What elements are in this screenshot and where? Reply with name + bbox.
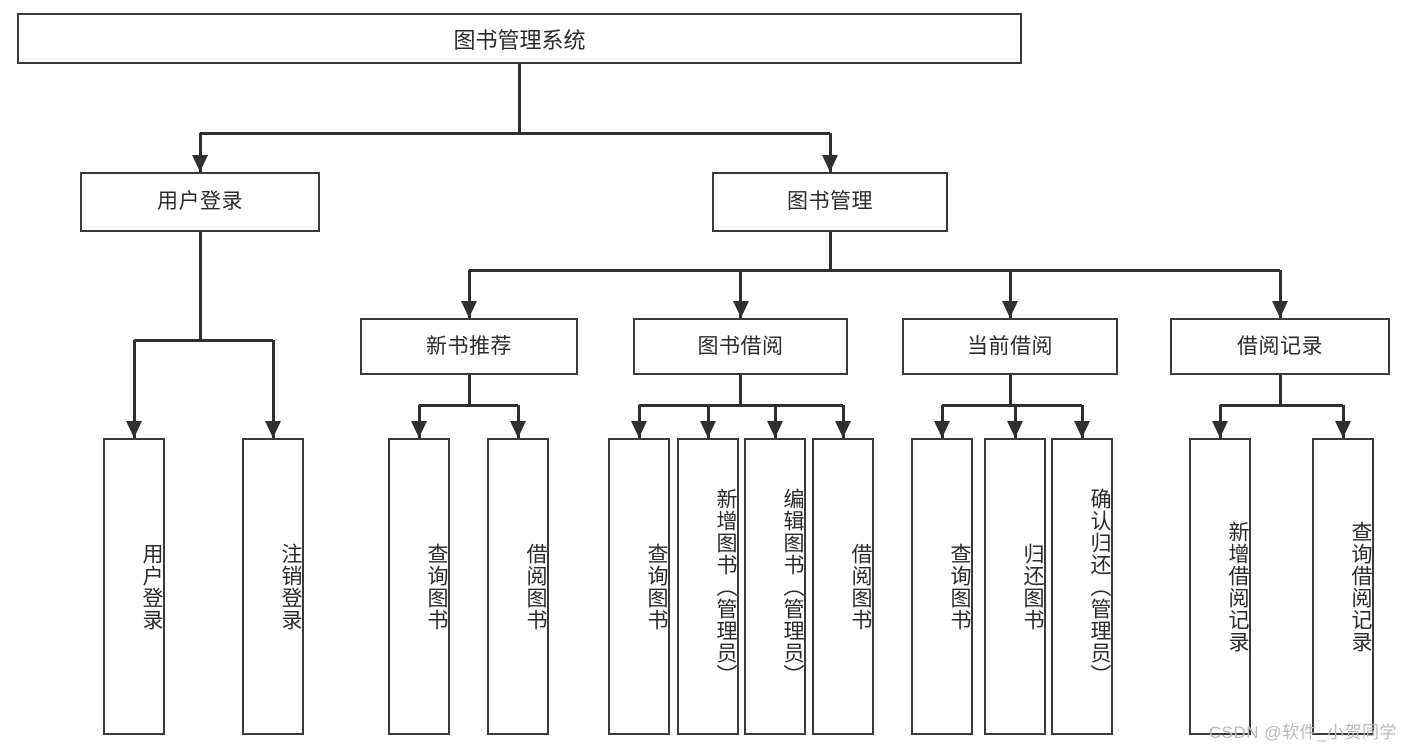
node-label: 借阅记录 (1237, 334, 1323, 358)
node-label: 查询图书 (425, 542, 448, 631)
node-label: 查询图书 (948, 542, 971, 631)
arrow-head-icon (265, 421, 281, 438)
arrow-head-icon (411, 421, 427, 438)
arrow-head-icon (1212, 421, 1228, 438)
node-label: 借阅图书 (849, 542, 872, 631)
node-label: 新增图书（管理员） (714, 487, 737, 686)
arrow-head-icon (461, 301, 477, 318)
connector-drop-user-login-0 (132, 340, 136, 438)
watermark-text: CSDN @软件_小贺同学 (1208, 723, 1397, 742)
connector-stem-record (1278, 375, 1282, 405)
arrow-head-icon (1002, 301, 1018, 318)
leaf-node-query-book-recommend[interactable]: 查询图书 (388, 438, 450, 735)
connector-drop-root-0 (198, 133, 202, 172)
connector-stem-root (518, 64, 521, 133)
leaf-node-return-book[interactable]: 归还图书 (984, 438, 1046, 735)
node-current-borrow[interactable]: 当前借阅 (902, 318, 1118, 375)
arrow-head-icon (1007, 421, 1023, 438)
node-label: 确认归还（管理员） (1088, 487, 1111, 686)
connector-bar-borrow (639, 403, 843, 407)
connector-bar-root (200, 131, 830, 135)
arrow-head-icon (732, 301, 749, 318)
arrow-head-icon (126, 421, 142, 438)
node-label: 注销登录 (279, 542, 302, 631)
leaf-node-user-login[interactable]: 用户登录 (103, 438, 165, 735)
node-label: 新增借阅记录 (1226, 520, 1249, 653)
node-label: 图书借阅 (697, 334, 784, 358)
connector-bar-current (942, 403, 1082, 407)
leaf-node-edit-book-admin[interactable]: 编辑图书（管理员） (744, 438, 806, 735)
node-label: 用户登录 (140, 542, 163, 631)
arrow-head-icon (934, 421, 950, 438)
leaf-node-query-book-current[interactable]: 查询图书 (911, 438, 973, 735)
arrow-head-icon (700, 421, 716, 438)
node-root-system[interactable]: 图书管理系统 (17, 13, 1022, 64)
connector-bar-book-mgmt (469, 268, 1280, 272)
arrow-head-icon (1074, 421, 1090, 438)
node-label: 新书推荐 (426, 334, 512, 358)
connector-drop-book-mgmt-2 (1008, 270, 1012, 318)
node-label: 图书管理 (787, 190, 873, 214)
connector-bar-record (1220, 403, 1343, 407)
node-label: 图书管理系统 (453, 27, 586, 53)
arrow-head-icon (767, 421, 783, 438)
leaf-node-add-book-admin[interactable]: 新增图书（管理员） (677, 438, 739, 735)
node-new-book-recommend[interactable]: 新书推荐 (360, 318, 578, 375)
node-label: 查询图书 (645, 542, 668, 631)
node-label: 编辑图书（管理员） (781, 487, 804, 686)
arrow-head-icon (1272, 301, 1288, 318)
connector-bar-user-login (134, 338, 273, 342)
connector-drop-user-login-1 (271, 340, 275, 438)
connector-stem-book-mgmt (828, 232, 832, 270)
node-book-management[interactable]: 图书管理 (712, 172, 948, 232)
leaf-node-logout[interactable]: 注销登录 (242, 438, 304, 735)
node-label: 当前借阅 (967, 334, 1053, 358)
arrow-head-icon (1335, 421, 1351, 438)
node-label: 查询借阅记录 (1349, 520, 1372, 653)
connector-drop-root-1 (828, 133, 832, 172)
node-book-borrow[interactable]: 图书借阅 (633, 318, 848, 375)
leaf-node-borrow-book-recommend[interactable]: 借阅图书 (487, 438, 549, 735)
node-label: 借阅图书 (524, 542, 547, 631)
connector-drop-book-mgmt-0 (467, 270, 471, 318)
connector-bar-recommend (419, 403, 518, 407)
node-user-login[interactable]: 用户登录 (80, 172, 320, 232)
connector-drop-book-mgmt-3 (1278, 270, 1282, 318)
arrow-head-icon (510, 421, 526, 438)
node-label: 用户登录 (157, 190, 243, 214)
leaf-node-borrow-book[interactable]: 借阅图书 (812, 438, 874, 735)
arrow-head-icon (835, 421, 851, 438)
node-label: 归还图书 (1021, 542, 1044, 631)
connector-drop-book-mgmt-1 (739, 270, 742, 318)
arrow-head-icon (192, 155, 208, 172)
node-borrow-record[interactable]: 借阅记录 (1170, 318, 1390, 375)
leaf-node-add-borrow-record[interactable]: 新增借阅记录 (1189, 438, 1251, 735)
leaf-node-confirm-return-admin[interactable]: 确认归还（管理员） (1051, 438, 1113, 735)
leaf-node-query-borrow-record[interactable]: 查询借阅记录 (1312, 438, 1374, 735)
connector-stem-user-login (198, 232, 202, 340)
connector-stem-borrow (739, 375, 742, 405)
connector-stem-recommend (467, 375, 471, 405)
leaf-node-query-book-borrow[interactable]: 查询图书 (608, 438, 670, 735)
connector-stem-current (1008, 375, 1012, 405)
arrow-head-icon (822, 155, 838, 172)
arrow-head-icon (631, 421, 647, 438)
